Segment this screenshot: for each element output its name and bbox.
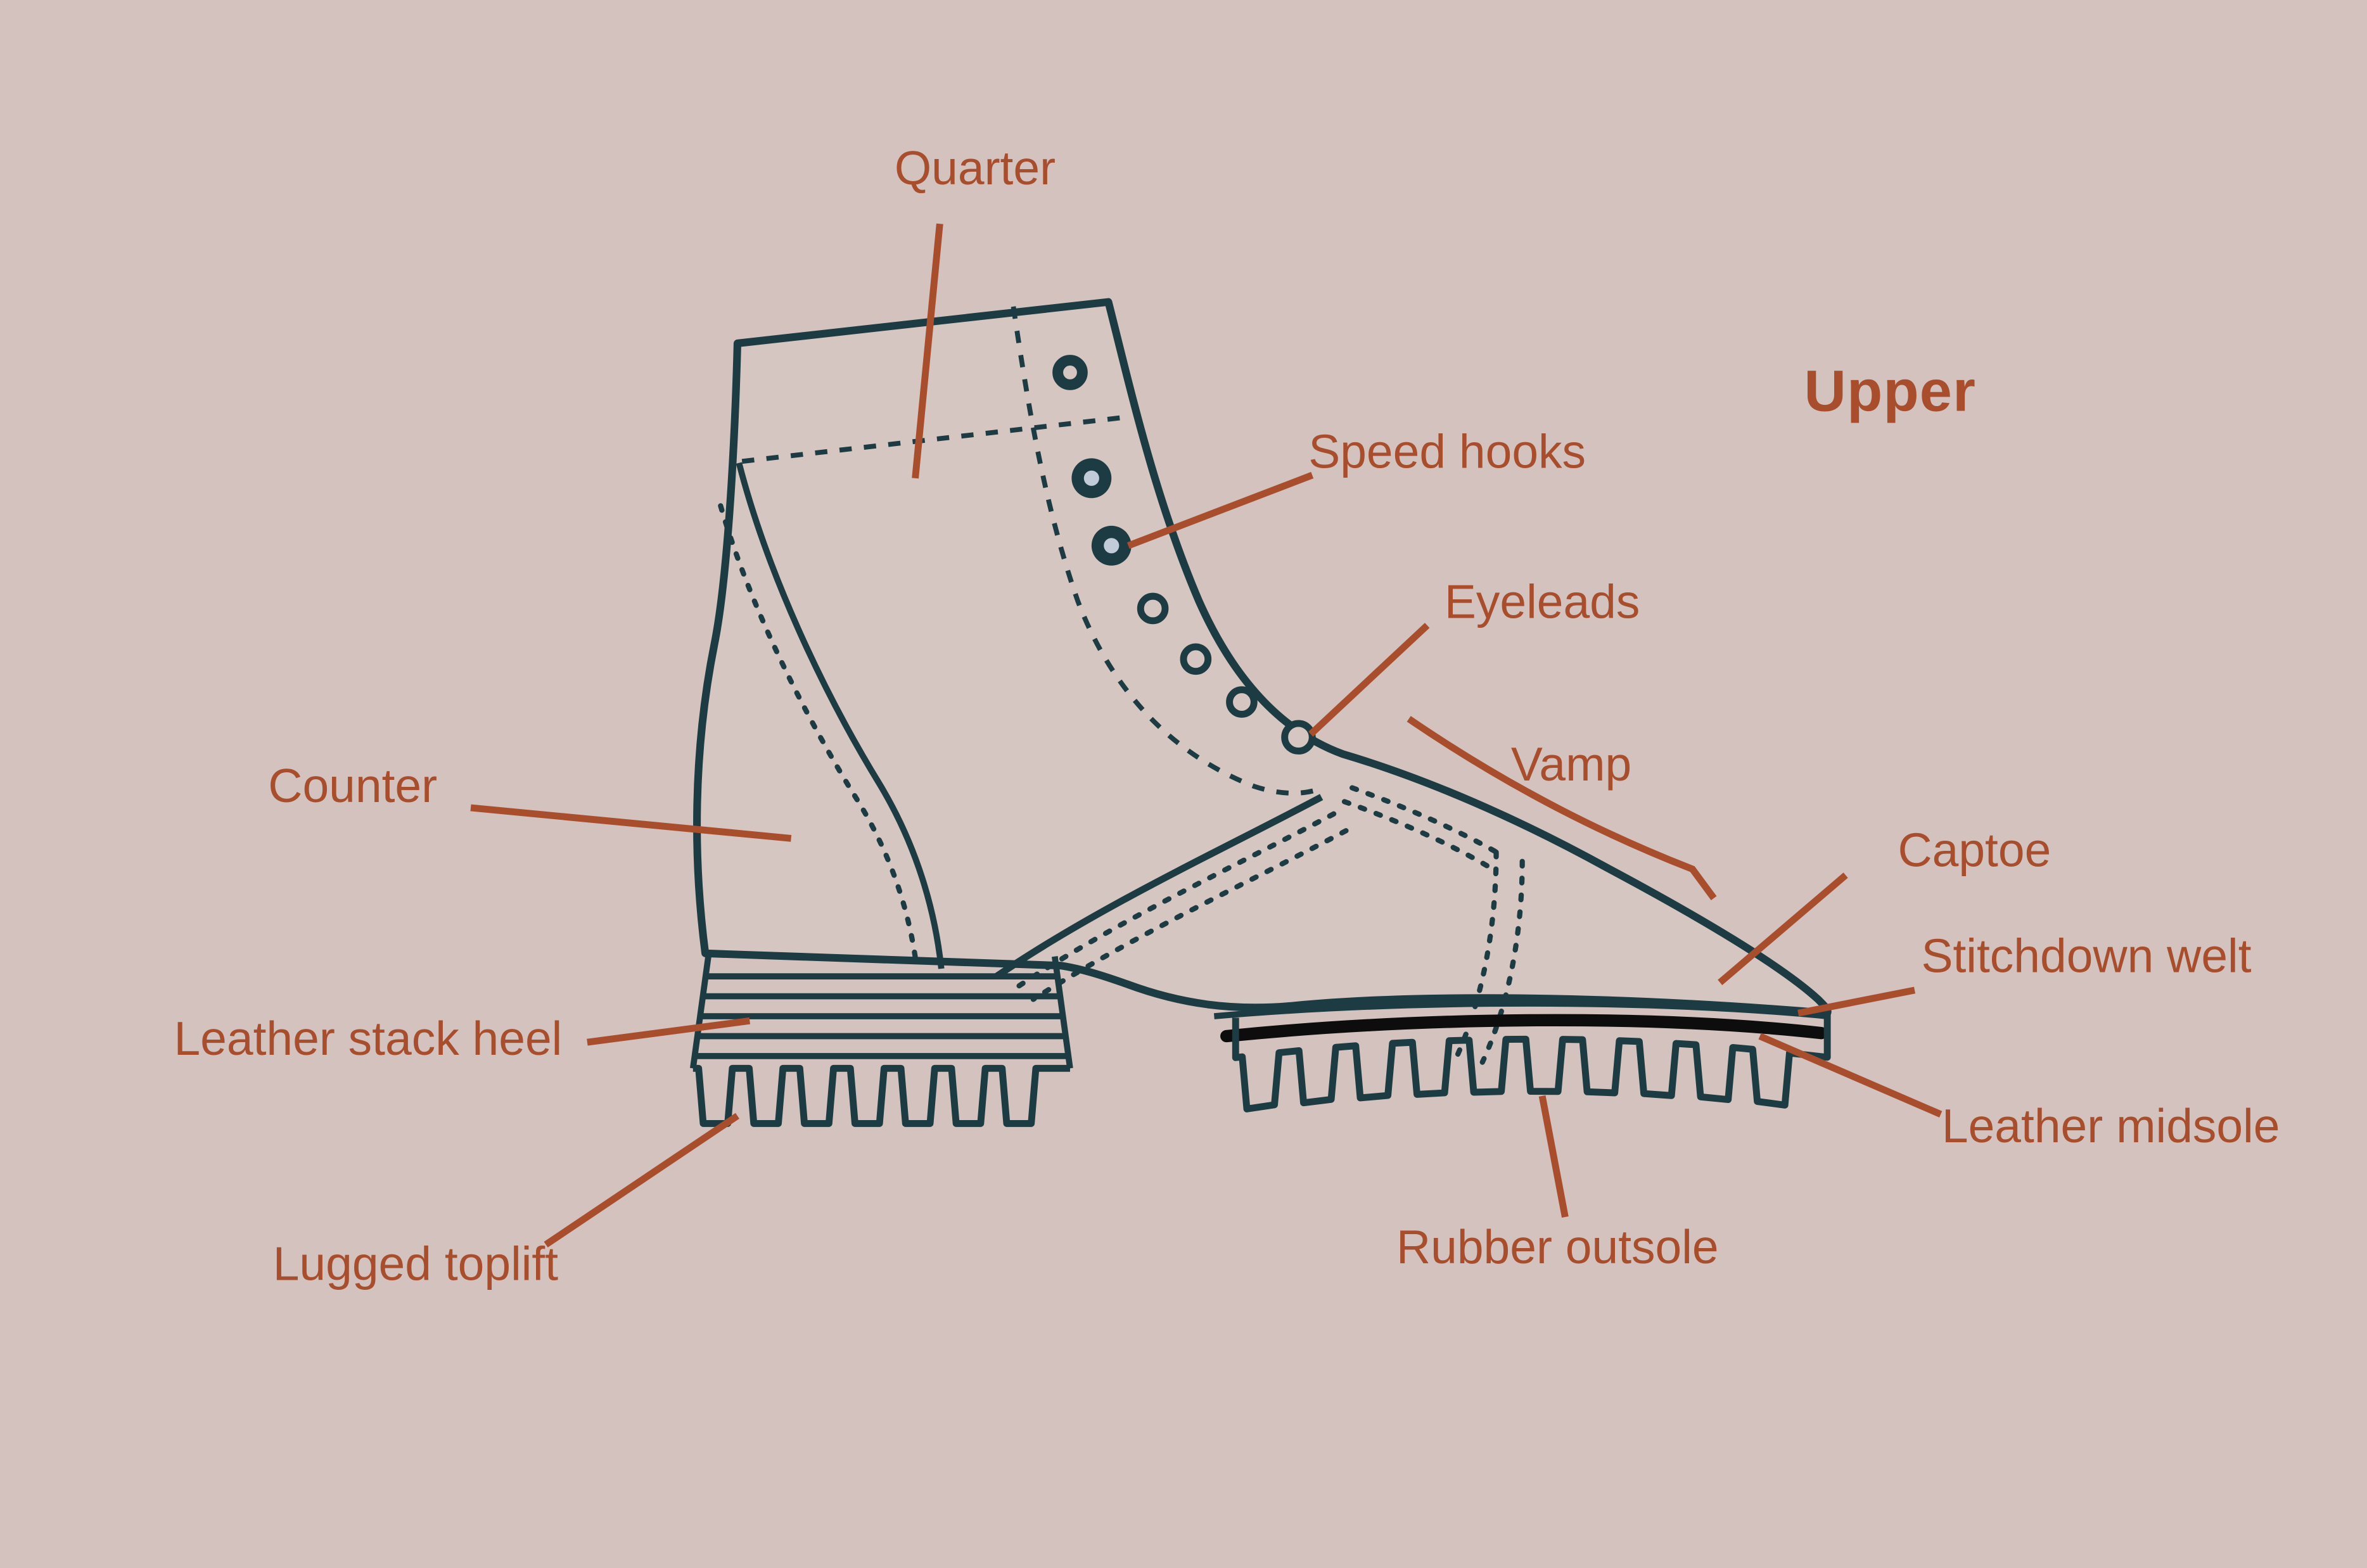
speed-hook [1091, 525, 1132, 566]
label-leather-midsole: Leather midsole [1942, 1099, 2280, 1152]
lacing-hardware [1052, 355, 1316, 755]
label-lugged-toplift: Lugged toplift [273, 1237, 559, 1291]
rubber-outsole [1232, 1014, 1831, 1112]
eyelet [1226, 686, 1258, 718]
label-rubber-outsole: Rubber outsole [1396, 1220, 1719, 1273]
label-upper: Upper [1804, 359, 1977, 423]
label-stitchdown-welt: Stitchdown welt [1921, 929, 2251, 982]
vamp-stitch-2 [1341, 799, 1493, 870]
label-leather-stack-heel: Leather stack heel [174, 1012, 562, 1065]
leather-stack-heel [690, 956, 1073, 1069]
eyelet [1137, 592, 1169, 625]
stitchdown-welt [1213, 1000, 1828, 1019]
leader-line-vamp [1407, 716, 1717, 900]
leader-line-eyeleads [1308, 623, 1430, 737]
quarter-vamp-stitch-2 [1030, 828, 1349, 1002]
collar-stitch-line [741, 414, 1129, 464]
leader-line-captoe [1718, 872, 1848, 985]
leather-midsole [1220, 1014, 1828, 1043]
boot-illustration [690, 298, 1832, 1127]
eyelet [1281, 720, 1316, 755]
leader-line-rubber-outsole [1538, 1095, 1569, 1218]
label-captoe: Captoe [1898, 823, 2051, 876]
leader-line-quarter [912, 223, 943, 479]
eyelet [1180, 643, 1212, 675]
label-quarter: Quarter [895, 141, 1056, 194]
leader-lines [470, 223, 1943, 1248]
leader-line-leather-midsole [1758, 1033, 1943, 1118]
label-eyeleads: Eyeleads [1445, 575, 1640, 628]
label-counter: Counter [268, 759, 437, 812]
captoe-stitch-1 [1453, 850, 1499, 1061]
leader-line-lugged-toplift [544, 1112, 740, 1248]
captoe-stitch-2 [1479, 858, 1525, 1065]
lugged-toplift [692, 1064, 1070, 1127]
leader-line-speed-hooks [1126, 471, 1314, 549]
top-eyelet-ring [1052, 355, 1088, 390]
counter-stitching [718, 503, 920, 972]
facing-stitch-line [1011, 306, 1320, 796]
label-vamp: Vamp [1511, 737, 1631, 791]
counter-seam [736, 462, 945, 969]
label-speed-hooks: Speed hooks [1308, 424, 1586, 478]
leader-line-leather-stack-heel [587, 1017, 751, 1046]
quarter-vamp-seam [994, 794, 1324, 979]
leader-line-counter [470, 804, 792, 842]
leader-line-stitchdown-welt [1797, 986, 1916, 1017]
vamp-stitch-1 [1349, 785, 1502, 857]
quarter-vamp-stitch-1 [1012, 811, 1337, 991]
boot-upper-outline [693, 298, 1832, 1017]
speed-hook [1071, 458, 1112, 499]
